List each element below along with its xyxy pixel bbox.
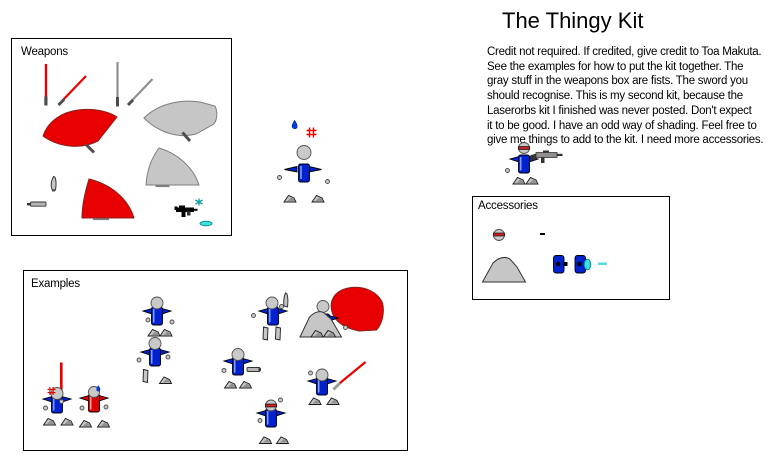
figure-hand-dot [505, 168, 510, 173]
blue-droplet-icon [291, 120, 298, 130]
red-spark-cross-icon [305, 126, 318, 139]
description-line: it to be good. I have an odd way of shad… [487, 119, 757, 132]
kit-right-arm [308, 165, 322, 173]
kit-left-arm [284, 165, 298, 173]
kit-foot [311, 195, 325, 203]
description-line: Credit not required. If credited, give c… [487, 46, 762, 58]
base-kit-parts [277, 120, 330, 203]
page-title: The Thingy Kit [502, 8, 644, 33]
kit-torso [298, 163, 310, 183]
description-line: See the examples for how to put the kit … [487, 60, 744, 73]
kit-hand-dot [277, 175, 282, 180]
description-line: give me things to add to the kit. I need… [487, 134, 764, 147]
accessories-box-label: Accessories [478, 200, 538, 212]
examples-box-label: Examples [31, 278, 80, 290]
accessories-box: Accessories [472, 196, 670, 300]
description-paragraph: Credit not required. If credited, give c… [487, 45, 764, 148]
weapons-box: Weapons [11, 38, 232, 236]
kit-head [296, 145, 312, 160]
figure-foot [525, 177, 539, 185]
rifle-figure [505, 142, 563, 185]
weapons-box-label: Weapons [21, 46, 68, 58]
description-line: Laserorbs kit I finished was never poste… [487, 104, 752, 117]
kit-hand-dot [325, 179, 330, 184]
kit-foot [283, 195, 297, 203]
figure-torso [509, 154, 539, 174]
examples-box: Examples [23, 270, 408, 451]
description-line: should recognise. This is my second kit,… [487, 90, 743, 103]
gray-rifle-icon [530, 150, 563, 163]
figure-foot [512, 177, 526, 185]
description-line: gray stuff in the weapons box are fists.… [487, 75, 748, 88]
